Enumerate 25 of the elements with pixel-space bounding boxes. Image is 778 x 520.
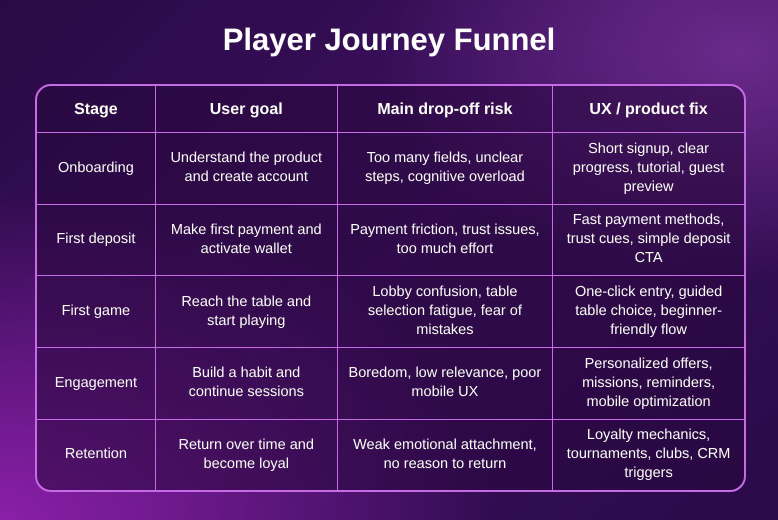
description-text: Build a habit and continue sessions <box>188 365 304 400</box>
description-text: Short signup, clear progress, tutorial, guest preview <box>572 140 724 195</box>
column-header: User goal <box>210 100 283 118</box>
description-text: Lobby confusion, table selection fatigue, fear of mistakes <box>368 284 522 338</box>
description-text: Understand the product and create account <box>170 150 322 186</box>
description-text: One-click entry, guided table choice, beginner-friendly flow <box>574 284 722 338</box>
description-text: Reach the table and start playing <box>181 294 312 329</box>
description-text: Personalized offers, missions, reminders, mobile optimization <box>582 356 716 410</box>
column-header: Stage <box>74 100 118 118</box>
description-text: Payment friction, trust issues, too much effort <box>350 222 540 257</box>
description-text: Too many fields, unclear steps, cognitive overload <box>365 150 525 186</box>
stage-label: First game <box>62 303 130 320</box>
column-header: UX / product fix <box>589 100 708 118</box>
description-text: Boredom, low relevance, poor mobile UX <box>348 365 542 400</box>
title: Player Journey Funnel <box>222 22 556 58</box>
description-text: Loyalty mechanics, tournaments, clubs, CRM triggers <box>566 427 730 482</box>
stage-label: First deposit <box>56 231 136 248</box>
description-text: Make first payment and activate wallet <box>170 222 322 257</box>
stage-label: Retention <box>64 446 127 462</box>
description-text: Fast payment methods, trust cues, simple deposit CTA <box>566 212 730 266</box>
stage-label: Engagement <box>54 374 137 391</box>
stage-label: Onboarding <box>58 160 134 176</box>
column-header: Main drop-off risk <box>377 100 512 118</box>
description-text: Return over time and become loyal <box>178 436 314 472</box>
description-text: Weak emotional attachment, no reason to return <box>353 436 537 472</box>
